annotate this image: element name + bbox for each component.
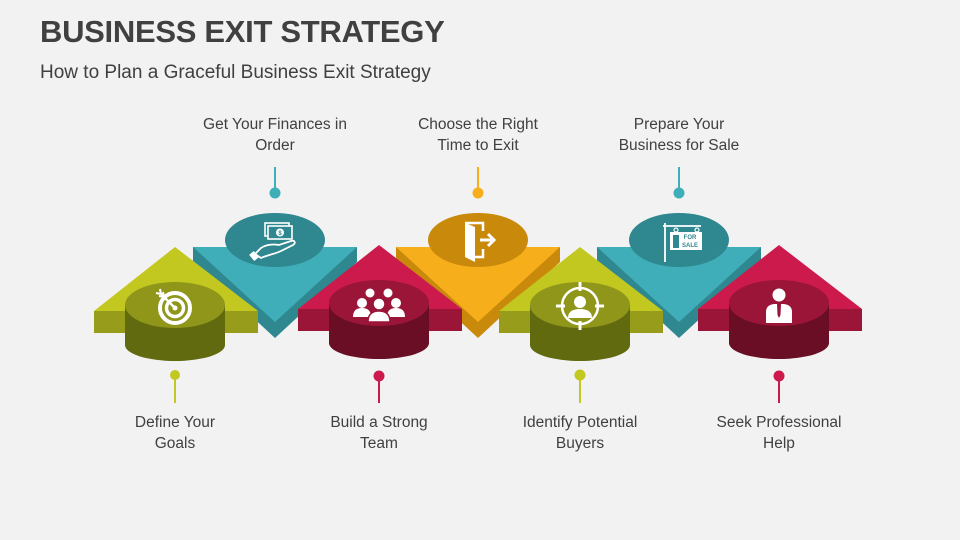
page-title: BUSINESS EXIT STRATEGY	[40, 14, 445, 49]
svg-text:SALE: SALE	[682, 243, 698, 249]
step-3-label: Build a Strong Team	[289, 412, 469, 454]
professional-icon	[766, 288, 792, 323]
step-2-label-line2: Order	[255, 137, 295, 154]
step-2-label-line1: Get Your Finances in	[203, 116, 347, 133]
connector-step-2	[269, 167, 281, 199]
step-1-shape	[94, 247, 258, 361]
step-7-label-line2: Help	[763, 435, 795, 452]
step-4-label-line1: Choose the Right	[418, 116, 538, 133]
step-5-label-line1: Identify Potential	[522, 414, 638, 431]
step-1-label: Define Your Goals	[85, 412, 265, 454]
connector-step-7	[773, 370, 785, 403]
svg-text:$: $	[278, 231, 282, 237]
step-4-shape	[396, 213, 560, 338]
step-6-label-line1: Prepare Your	[633, 116, 725, 133]
target-icon	[155, 288, 192, 325]
step-7-label: Seek Professional Help	[689, 412, 869, 454]
step-2-label: Get Your Finances in Order	[185, 114, 365, 156]
step-4-label: Choose the Right Time to Exit	[388, 114, 568, 156]
step-5-label-line2: Buyers	[555, 435, 605, 452]
connector-step-3	[373, 370, 385, 403]
step-6-label-line2: Business for Sale	[618, 137, 740, 154]
connector-step-5	[574, 369, 586, 403]
money-hand-icon: $	[249, 222, 296, 261]
step-7-label-line1: Seek Professional	[716, 414, 842, 431]
step-3-label-line2: Team	[360, 435, 398, 452]
step-6-label: Prepare Your Business for Sale	[589, 114, 769, 156]
connector-step-4	[472, 167, 484, 199]
step-5-label: Identify Potential Buyers	[490, 412, 670, 454]
step-2-shape	[193, 213, 357, 338]
team-icon	[353, 288, 405, 323]
step-1-label-line1: Define Your	[134, 414, 216, 431]
exit-door-icon	[465, 221, 497, 262]
page-subtitle: How to Plan a Graceful Business Exit Str…	[40, 62, 431, 83]
step-1-label-line2: Goals	[154, 435, 196, 452]
connector-step-6	[673, 167, 685, 199]
for-sale-sign-icon: FOR SALE	[663, 223, 702, 262]
step-3-label-line1: Build a Strong	[330, 414, 428, 431]
connector-step-1	[170, 370, 180, 403]
step-6-shape	[597, 213, 761, 338]
svg-text:FOR: FOR	[684, 235, 697, 241]
step-4-label-line2: Time to Exit	[437, 137, 519, 154]
target-person-icon	[556, 282, 604, 330]
